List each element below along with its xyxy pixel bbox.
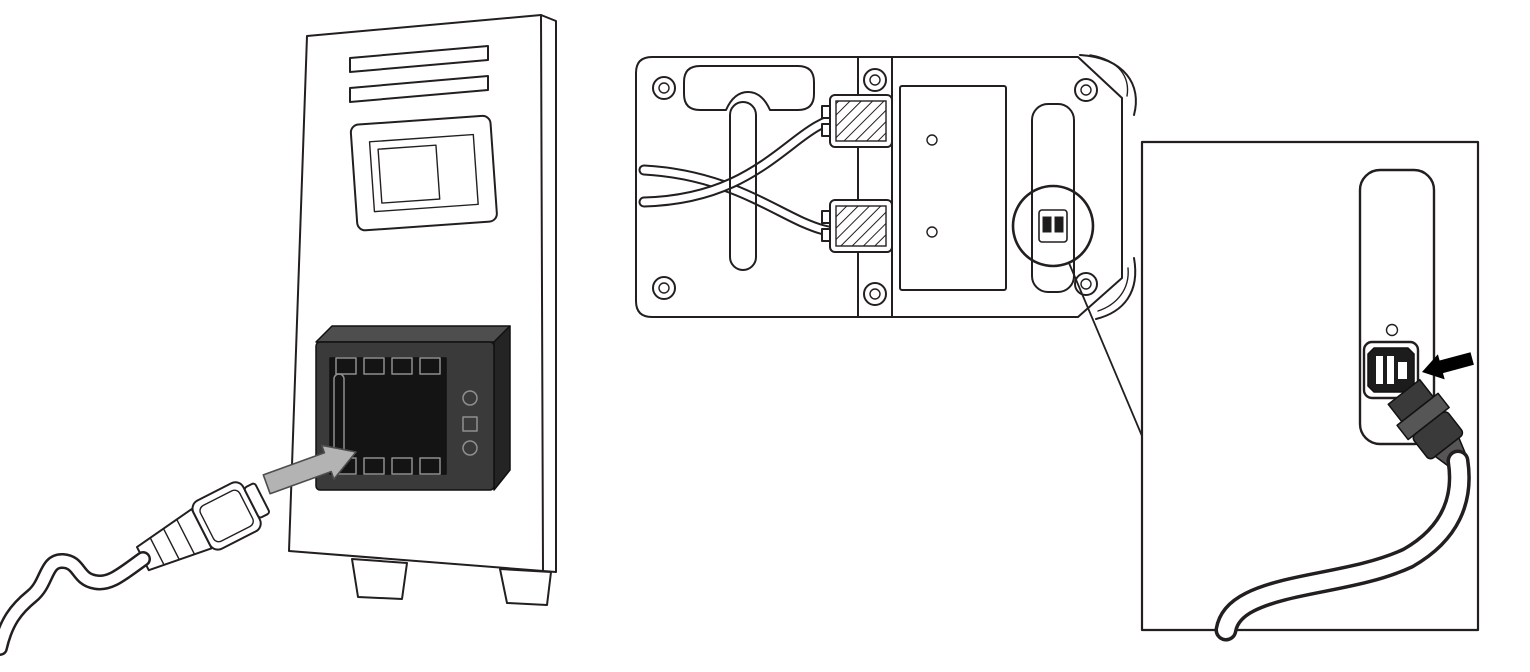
leader-line xyxy=(1068,262,1143,437)
ac-inlet-pin-slot xyxy=(1376,356,1383,384)
inlet-block-side-face xyxy=(493,325,511,491)
breaker-panel xyxy=(349,114,498,232)
strip-screw xyxy=(863,68,887,92)
blank-plate xyxy=(899,85,1007,291)
chassis-hook xyxy=(1089,54,1129,97)
inlet-block-screw-hole xyxy=(462,440,478,456)
inlet-slot xyxy=(1031,103,1075,293)
connector-hatch xyxy=(835,100,887,142)
rear-panel-figure xyxy=(635,54,1143,437)
breaker-panel-outer xyxy=(349,114,498,232)
screw-inner xyxy=(1080,278,1092,290)
screw-inner xyxy=(869,288,881,300)
inlet-slot-large xyxy=(1358,168,1436,446)
screw-inner xyxy=(658,282,670,294)
inlet-mounting-screw xyxy=(1385,323,1399,337)
clip-tab xyxy=(335,357,357,375)
tower-foot xyxy=(499,568,552,606)
power-inlet-block xyxy=(315,325,511,491)
connector-ear xyxy=(821,210,831,224)
tower-foot xyxy=(351,558,408,600)
breaker-panel-inner xyxy=(368,133,479,213)
screw-outer xyxy=(652,76,676,100)
inlet-block-top-face xyxy=(315,325,511,343)
connector-hatch xyxy=(835,205,887,247)
inlet-block-port xyxy=(462,416,478,432)
ac-inlet-small xyxy=(1038,209,1068,243)
screw-inner xyxy=(869,74,881,86)
screw-outer xyxy=(652,276,676,300)
inlet-detail-inset xyxy=(1140,140,1480,642)
tower-corner-edge xyxy=(540,14,544,571)
chassis-hook xyxy=(1095,257,1137,320)
handle-cutout xyxy=(683,65,815,111)
battery-connector xyxy=(821,199,893,253)
clip-tab xyxy=(391,357,413,375)
clip-tab xyxy=(363,457,385,475)
ac-inlet-pin-slot xyxy=(1398,362,1407,379)
screw-outer xyxy=(1074,272,1098,296)
vent-louver xyxy=(349,45,489,73)
strain-relief-rib xyxy=(162,528,180,560)
chassis-hook xyxy=(1097,267,1129,312)
screw-outer xyxy=(863,282,887,306)
vent-louver xyxy=(349,75,489,103)
power-cord-plug xyxy=(135,481,270,572)
clip-tab xyxy=(363,357,385,375)
highlight-circle xyxy=(1011,184,1095,268)
connector-ear xyxy=(821,228,831,242)
corner-screw xyxy=(1074,272,1098,296)
ac-inlet-pin-slot xyxy=(1387,356,1394,384)
plug-face xyxy=(243,482,270,519)
power-cord-core-detail xyxy=(1218,453,1468,638)
corner-screw xyxy=(1074,78,1098,102)
insertion-arrow-gray xyxy=(262,444,357,495)
push-arrow-black xyxy=(1422,352,1474,380)
tower-rear-figure xyxy=(0,14,557,656)
cable-retainer xyxy=(729,101,757,271)
ac-inlet-pin xyxy=(1042,216,1052,233)
power-cord-core xyxy=(0,553,149,654)
breaker-switch xyxy=(377,144,441,204)
plug-body-inner xyxy=(199,489,254,543)
plate-hole xyxy=(926,226,938,238)
ac-inlet-large xyxy=(1362,340,1420,400)
corner-screw xyxy=(652,276,676,300)
connector-ear xyxy=(821,123,831,137)
battery-connector xyxy=(821,94,893,148)
strain-relief-rib xyxy=(149,537,165,566)
inlet-block-screw-hole xyxy=(462,390,478,406)
ac-inlet-pin xyxy=(1054,216,1064,233)
screw-outer xyxy=(1074,78,1098,102)
screw-inner xyxy=(1080,84,1092,96)
corner-screw xyxy=(652,76,676,100)
chassis-hook xyxy=(1079,54,1137,116)
clip-tab xyxy=(391,457,413,475)
clip-tab xyxy=(419,457,441,475)
strip-screw xyxy=(863,282,887,306)
connector-ear xyxy=(821,105,831,119)
strain-relief-rib xyxy=(176,519,195,555)
screw-outer xyxy=(863,68,887,92)
plate-hole xyxy=(926,134,938,146)
screw-inner xyxy=(658,82,670,94)
clip-tab xyxy=(419,357,441,375)
